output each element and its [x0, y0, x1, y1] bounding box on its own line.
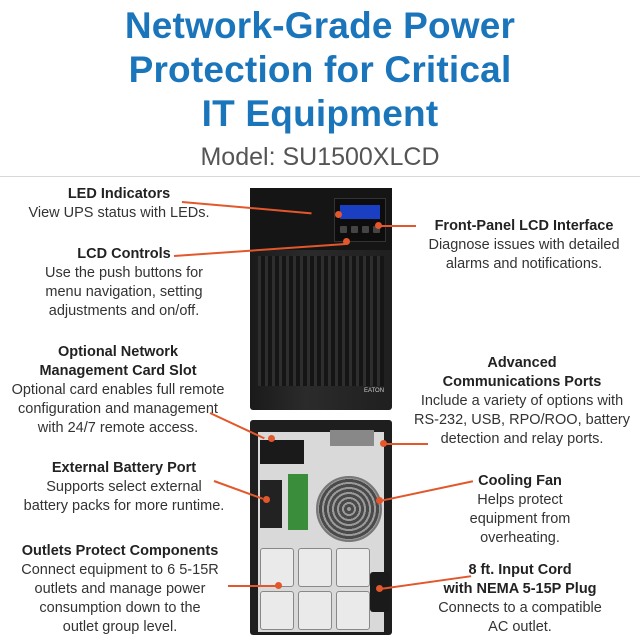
leader-dot-input-cord	[376, 585, 383, 592]
callout-input-cord: 8 ft. Input Cord with NEMA 5-15P Plug Co…	[416, 561, 624, 637]
callout-battery-port: External Battery Port Supports select ex…	[12, 459, 236, 516]
cooling-fan-icon	[316, 476, 382, 542]
callout-heading: 8 ft. Input Cord with NEMA 5-15P Plug	[443, 562, 597, 597]
outlet-grid	[260, 548, 370, 630]
title-line-2: Protection for Critical	[128, 49, 512, 90]
callout-heading: LED Indicators	[67, 186, 171, 202]
front-control-panel	[334, 198, 386, 242]
model-label: Model: SU1500XLCD	[200, 143, 440, 171]
leader-comm-ports	[384, 443, 428, 445]
callout-heading: Optional Network Management Card Slot	[39, 344, 197, 379]
callout-desc: Include a variety of options with RS-232…	[414, 393, 630, 447]
callout-desc: View UPS status with LEDs.	[28, 205, 210, 221]
leader-dot-lcd-controls	[343, 238, 350, 245]
callout-led-indicators: LED Indicators View UPS status with LEDs…	[26, 185, 212, 223]
callout-heading: Front-Panel LCD Interface	[434, 218, 614, 234]
front-vents	[258, 256, 384, 386]
leader-outlets	[228, 585, 278, 587]
leader-dot-cooling-fan	[376, 497, 383, 504]
brand-logo: EATON	[363, 388, 385, 394]
leader-dot-network-card	[268, 435, 275, 442]
leader-dot-led	[335, 211, 342, 218]
callout-comm-ports: Advanced Communications Ports Include a …	[404, 354, 640, 449]
callout-desc: Connects to a compatible AC outlet.	[438, 600, 602, 635]
callout-heading: Outlets Protect Components	[21, 543, 219, 559]
callout-desc: Diagnose issues with detailed alarms and…	[428, 237, 620, 272]
callout-lcd-interface: Front-Panel LCD Interface Diagnose issue…	[412, 217, 636, 274]
callout-desc: Helps protect equipment from overheating…	[469, 492, 571, 546]
network-card-slot	[260, 440, 304, 464]
callout-desc: Connect equipment to 6 5-15R outlets and…	[21, 562, 219, 635]
divider	[0, 176, 640, 177]
lcd-screen	[340, 205, 380, 219]
title-line-1: Network-Grade Power	[124, 5, 516, 46]
battery-port	[260, 480, 282, 528]
title-line-3: IT Equipment	[201, 93, 439, 134]
callout-desc: Optional card enables full remote config…	[11, 382, 225, 436]
leader-dot-lcd-interface	[375, 222, 382, 229]
callout-heading: LCD Controls	[77, 246, 171, 262]
callout-cooling-fan: Cooling Fan Helps protect equipment from…	[440, 472, 600, 548]
leader-dot-outlets	[275, 582, 282, 589]
callout-heading: External Battery Port	[51, 460, 197, 476]
callout-lcd-controls: LCD Controls Use the push buttons for me…	[8, 245, 240, 321]
callout-network-card: Optional Network Management Card Slot Op…	[0, 343, 236, 438]
callout-desc: Supports select external battery packs f…	[23, 479, 225, 514]
ups-front-image: EATON	[250, 188, 392, 410]
leader-dot-comm-ports	[380, 440, 387, 447]
terminal-block	[288, 474, 308, 530]
callout-heading: Cooling Fan	[478, 473, 562, 489]
leader-dot-battery-port	[263, 496, 270, 503]
page-title: Network-Grade Power Protection for Criti…	[0, 4, 640, 136]
ups-rear-image	[250, 420, 392, 635]
lcd-buttons	[340, 226, 380, 234]
callout-desc: Use the push buttons for menu navigation…	[45, 265, 203, 319]
callout-heading: Advanced Communications Ports	[442, 355, 602, 390]
communication-ports	[330, 430, 374, 446]
callout-outlets: Outlets Protect Components Connect equip…	[6, 542, 234, 637]
leader-lcd-interface	[378, 225, 416, 227]
input-cord	[370, 572, 390, 612]
